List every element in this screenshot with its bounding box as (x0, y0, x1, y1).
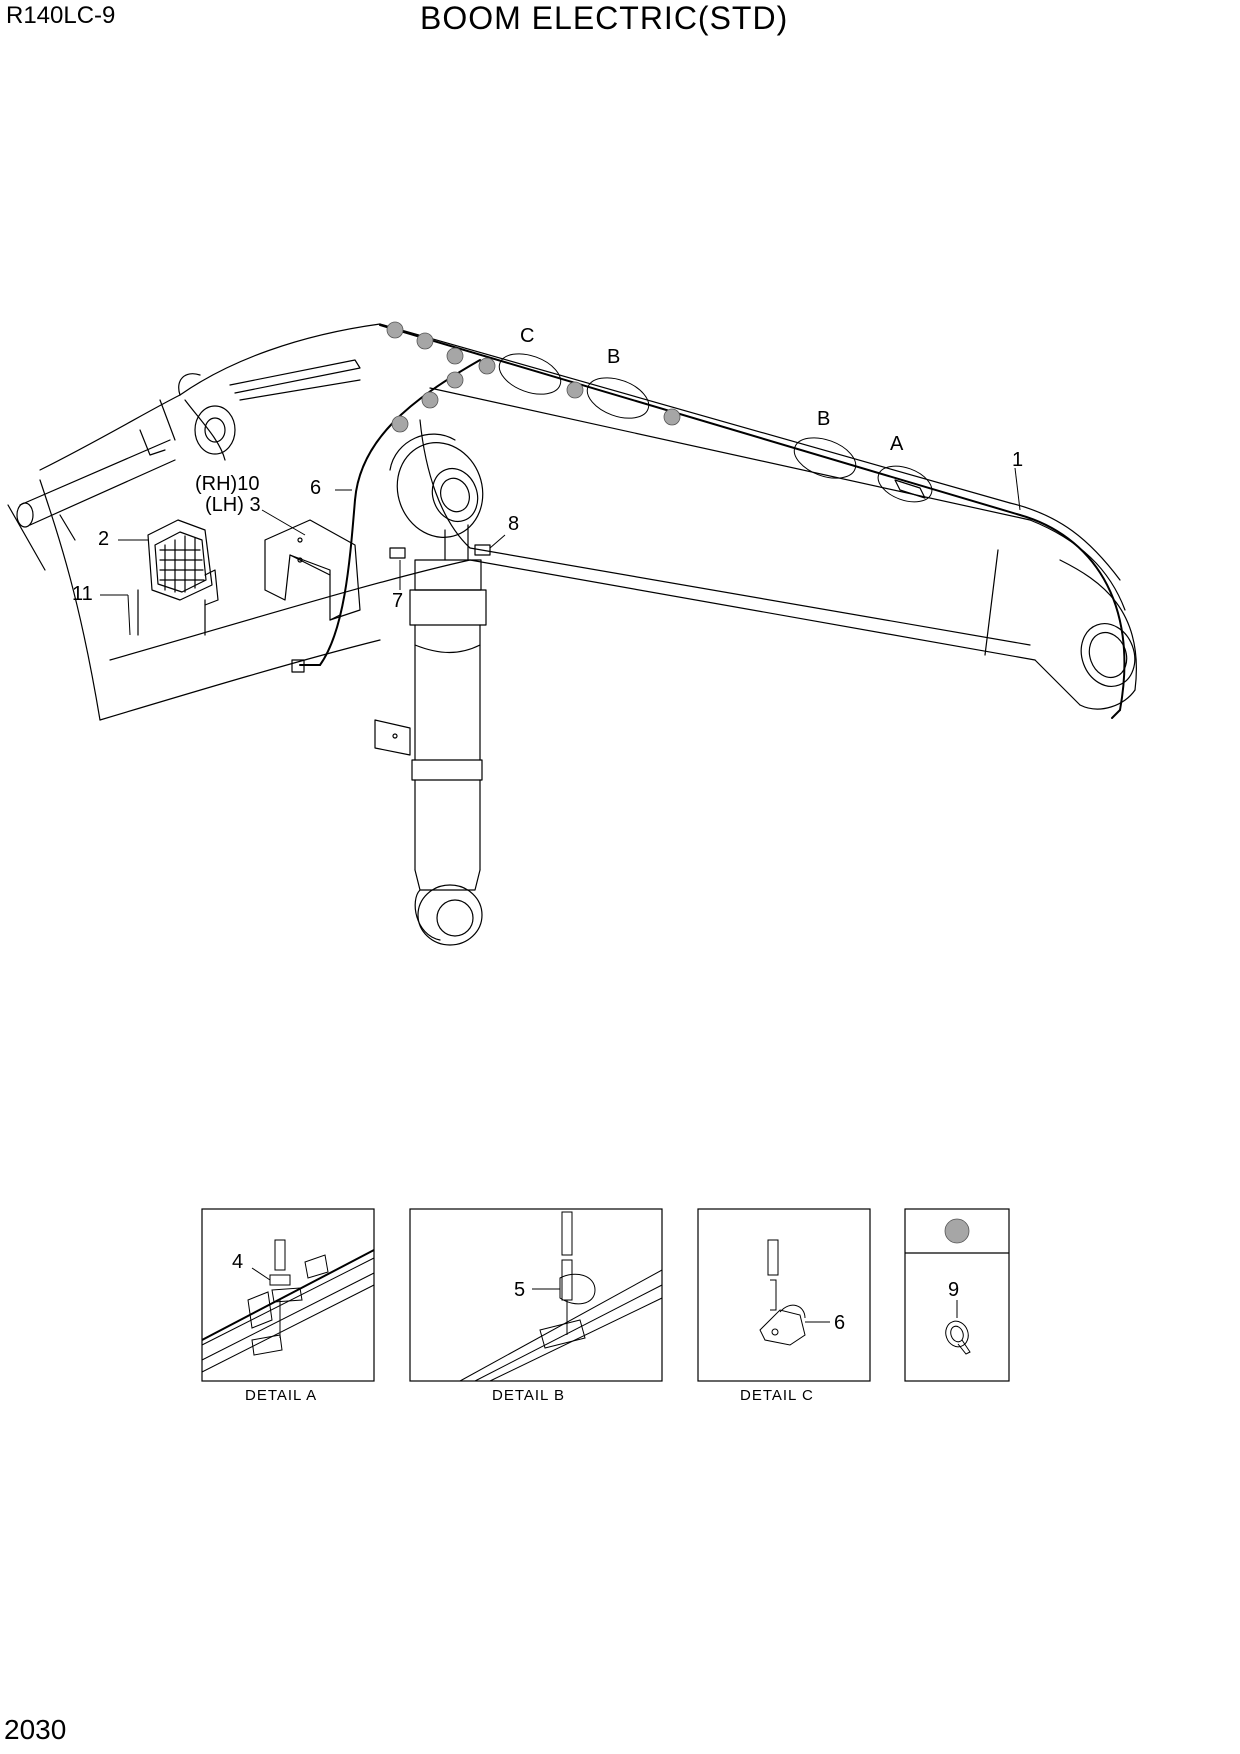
zone-label-a: A (890, 433, 904, 455)
callout-6: 6 (310, 477, 321, 499)
boom-cylinder (374, 433, 491, 946)
clamp-marker (663, 408, 681, 426)
clamp-marker (391, 415, 409, 433)
clamp-marker (566, 381, 584, 399)
boom-structure (7, 323, 1137, 721)
clamp-marker (421, 391, 439, 409)
zone-b2-ellipse (793, 437, 857, 479)
clamp-marker (386, 321, 404, 339)
zone-c-ellipse (498, 353, 562, 395)
detail-b-caption: DETAIL B (492, 1387, 565, 1404)
detail-c-panel: 6 DETAIL C (697, 1208, 871, 1404)
callout-11: 11 (72, 583, 93, 605)
clamp-marker (478, 357, 496, 375)
detail-zones (498, 353, 933, 503)
work-lamp (137, 519, 219, 636)
zone-b1-ellipse (586, 377, 650, 419)
callout-1: 1 (1012, 449, 1023, 471)
detail-c-caption: DETAIL C (740, 1387, 814, 1404)
callout-10: (RH)10 (195, 473, 259, 495)
callout-9: 9 (948, 1279, 959, 1301)
callout-7: 7 (392, 590, 403, 612)
wire-harness (299, 324, 1126, 719)
callout-5: 5 (514, 1279, 525, 1301)
clamp-marker-legend (944, 1218, 970, 1244)
clamp-marker (446, 347, 464, 365)
callout-2: 2 (98, 528, 109, 550)
detail-a-panel: 4 DETAIL A (201, 1208, 375, 1404)
zone-label-b: B (817, 408, 830, 430)
zone-label-c: C (520, 325, 534, 347)
detail-b-panel: 5 DETAIL B (409, 1208, 663, 1404)
page-title: BOOM ELECTRIC(STD) (420, 0, 789, 36)
clamp-marker (446, 371, 464, 389)
page-number: 2030 (4, 1714, 67, 1745)
callout-4: 4 (232, 1251, 243, 1273)
callout-8: 8 (508, 513, 519, 535)
callout-3: (LH) 3 (205, 494, 261, 516)
clamp-marker (416, 332, 434, 350)
detail-a-caption: DETAIL A (245, 1387, 317, 1404)
zone-label-b: B (607, 346, 620, 368)
lamp-guard-bracket (264, 519, 361, 621)
leader-lines (100, 467, 1021, 636)
clamp-markers (386, 321, 681, 433)
clip-connector-a (894, 479, 926, 499)
callout-6: 6 (834, 1312, 845, 1334)
zone-a-ellipse (877, 465, 933, 503)
harness-connector (291, 659, 305, 673)
model-code: R140LC-9 (6, 2, 116, 29)
band-clamp-icon (945, 1300, 971, 1355)
clamp-legend-panel: 9 (904, 1208, 1010, 1382)
